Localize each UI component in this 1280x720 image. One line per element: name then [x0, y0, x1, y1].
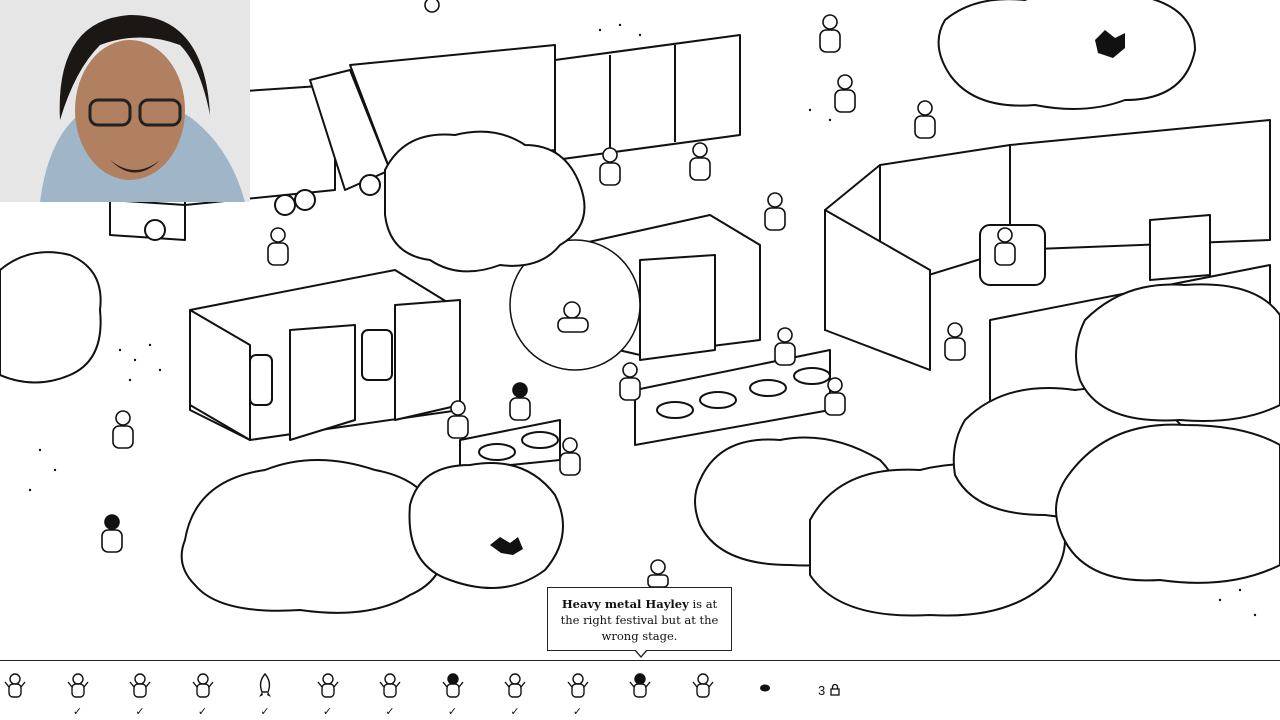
character-standing-icon	[377, 671, 403, 706]
target-slot[interactable]	[620, 671, 660, 719]
tooltip-hint-text: is at the right festival but at the wron…	[560, 597, 719, 643]
character-hair-icon	[440, 671, 466, 706]
character-icon	[127, 671, 153, 706]
eye-icon	[752, 671, 778, 706]
locked-targets: 3	[818, 680, 841, 700]
target-slot[interactable]: ✓	[245, 671, 285, 719]
target-slot[interactable]: ✓	[433, 671, 473, 719]
found-checkmark: ✓	[510, 706, 520, 718]
streamer-face-icon	[0, 0, 250, 202]
character-dancing-icon	[502, 671, 528, 706]
toilet-stalls	[189, 269, 461, 441]
target-slot[interactable]: ✓	[370, 671, 410, 719]
found-checkmark: ✓	[322, 706, 333, 718]
target-slot[interactable]	[745, 671, 785, 719]
found-checkmark: ✓	[72, 706, 83, 718]
tooltip-character-name: Heavy metal Hayley	[561, 597, 689, 611]
target-slot[interactable]: ✓	[308, 671, 348, 719]
character-arms-up-icon	[65, 671, 91, 706]
character-hat-icon	[315, 671, 341, 706]
target-slot[interactable]	[0, 671, 35, 719]
character-cap-icon	[2, 671, 28, 706]
found-checkmark: ✓	[385, 706, 395, 718]
found-checkmark: ✓	[197, 706, 208, 718]
character-tall-icon	[690, 671, 716, 706]
webcam-overlay	[0, 0, 250, 202]
character-sitting-icon	[565, 671, 591, 706]
rocket-icon	[252, 671, 278, 706]
hint-tooltip: Heavy metal Hayley is at the right festi…	[547, 587, 732, 658]
target-slot[interactable]: ✓	[558, 671, 598, 719]
found-checkmark: ✓	[260, 706, 270, 718]
target-slot[interactable]: ✓	[58, 671, 98, 719]
lock-icon	[830, 684, 840, 696]
game-scene[interactable]	[0, 0, 1280, 660]
target-slot[interactable]: ✓	[495, 671, 535, 719]
trees	[0, 0, 1280, 617]
found-checkmark: ✓	[447, 706, 458, 718]
character-waving-icon	[190, 671, 216, 706]
target-slot[interactable]: ✓	[120, 671, 160, 719]
locked-count: 3	[818, 682, 826, 698]
target-bar: ✓ ✓ ✓ ✓ ✓ ✓ ✓ ✓ ✓	[0, 660, 1280, 720]
found-checkmark: ✓	[572, 706, 583, 718]
target-slot[interactable]: ✓	[183, 671, 223, 719]
target-slot[interactable]	[683, 671, 723, 719]
character-dark-hair-icon	[627, 671, 653, 706]
found-checkmark: ✓	[135, 706, 145, 718]
